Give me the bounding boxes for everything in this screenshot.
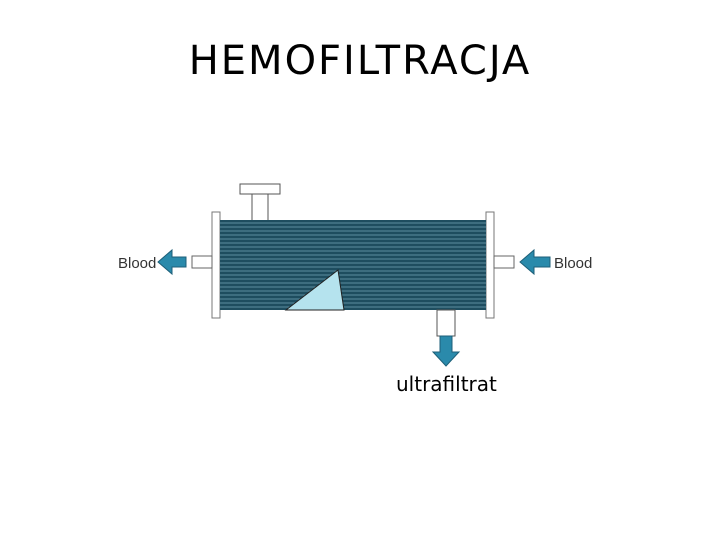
bottom-outlet-port [436, 309, 456, 337]
left-outflow-arrow [157, 248, 187, 276]
hemofilter-diagram: Blood Blood [118, 183, 592, 367]
page-title: HEMOFILTRACJA [188, 38, 532, 84]
blood-inflow-label: Blood [554, 255, 592, 272]
filter-body [220, 220, 486, 310]
top-port-cap [239, 183, 281, 195]
right-side-port [493, 255, 515, 269]
left-side-port [191, 255, 213, 269]
right-end-cap [485, 211, 495, 319]
left-end-cap [211, 211, 221, 319]
membrane-cutaway [284, 269, 345, 311]
blood-outflow-label: Blood [118, 255, 156, 272]
filtrate-down-arrow [431, 335, 461, 367]
top-port-neck [251, 193, 269, 223]
fiber-stripes [220, 222, 486, 308]
right-inflow-arrow [519, 248, 551, 276]
ultrafiltrate-label: ultrafiltrat [396, 372, 497, 396]
